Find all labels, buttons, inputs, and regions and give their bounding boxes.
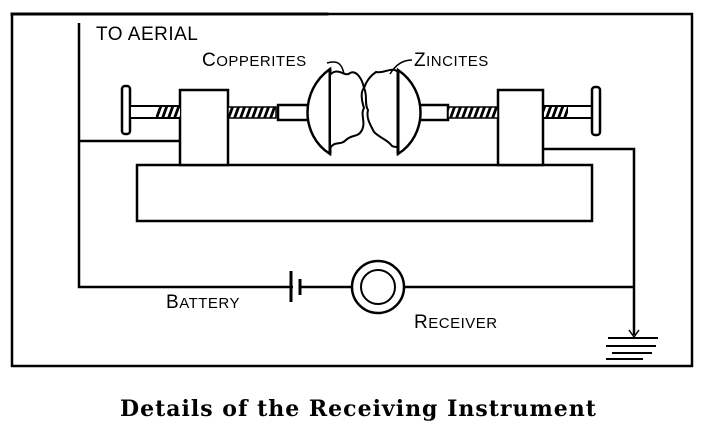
zincite-crystal xyxy=(362,68,402,151)
ground-wire xyxy=(543,147,636,335)
right-screw-thread xyxy=(447,106,499,119)
zincites-leader xyxy=(389,59,413,75)
left-screw-collar xyxy=(276,103,310,122)
copperite-crystal xyxy=(329,70,366,151)
picture-frame xyxy=(10,12,694,368)
left-thumbscrew-head xyxy=(120,84,132,136)
figure-caption: Details of the Receiving Instrument xyxy=(120,396,597,422)
right-thumbscrew-head xyxy=(590,85,602,137)
base-block xyxy=(135,163,594,223)
zincite-cup xyxy=(396,67,422,157)
copperites-label: COPPERITES xyxy=(202,50,307,71)
right-thumbscrew-thread xyxy=(544,107,568,117)
receiver-inner-ring xyxy=(360,269,396,305)
battery-label: BATTERY xyxy=(166,292,240,313)
left-screw-thread xyxy=(227,106,277,119)
receiver-label: RECEIVER xyxy=(414,312,498,333)
right-post xyxy=(496,88,545,167)
aerial-wire xyxy=(77,23,293,289)
aerial-label: TO AERIAL xyxy=(96,24,198,45)
zincites-label: ZINCITES xyxy=(414,50,489,71)
left-post xyxy=(178,88,230,167)
copperites-leader xyxy=(326,61,345,75)
copperite-cup xyxy=(306,66,332,157)
right-screw-collar xyxy=(416,103,450,122)
left-thumbscrew-thread xyxy=(156,107,180,117)
